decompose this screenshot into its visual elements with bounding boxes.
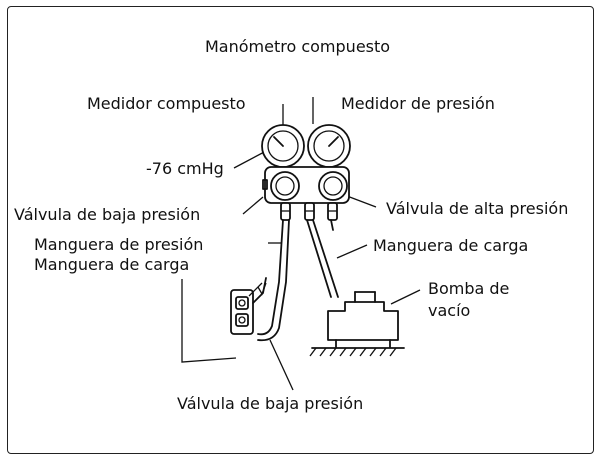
pressure-gauge bbox=[307, 124, 351, 168]
label-pressure-gauge: Medidor de presión bbox=[341, 94, 495, 113]
label-high-pressure-valve: Válvula de alta presión bbox=[386, 199, 568, 218]
label-charge-hose-left: Manguera de carga bbox=[34, 255, 189, 274]
label-vacuum-pump-2: vacío bbox=[428, 301, 470, 320]
compound-gauge bbox=[261, 124, 305, 168]
diagram-title: Manómetro compuesto bbox=[205, 37, 390, 56]
hoses bbox=[257, 219, 339, 342]
diagram-frame bbox=[7, 6, 594, 454]
label-bottom-low-valve: Válvula de baja presión bbox=[177, 394, 363, 413]
label-vacuum-reading: -76 cmHg bbox=[146, 159, 224, 178]
label-low-pressure-valve: Válvula de baja presión bbox=[14, 205, 200, 224]
label-compound-gauge: Medidor compuesto bbox=[87, 94, 246, 113]
label-pressure-hose: Manguera de presión bbox=[34, 235, 203, 254]
service-valve bbox=[230, 277, 267, 335]
label-vacuum-pump-1: Bomba de bbox=[428, 279, 509, 298]
leader-lines bbox=[181, 97, 421, 391]
manifold-body bbox=[262, 166, 350, 221]
label-charge-hose-right: Manguera de carga bbox=[373, 236, 528, 255]
vacuum-pump bbox=[309, 291, 405, 357]
